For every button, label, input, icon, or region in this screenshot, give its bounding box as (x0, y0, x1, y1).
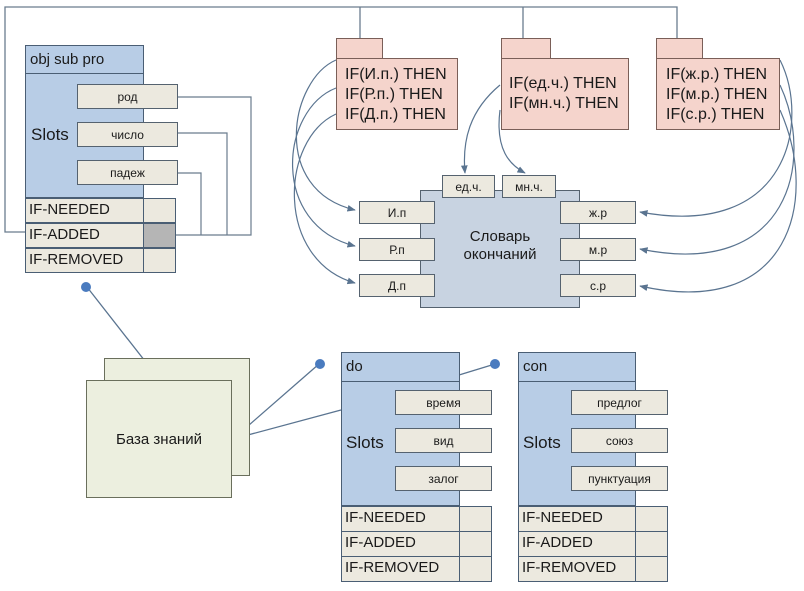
proc-if-removed-cell (459, 556, 492, 582)
port-ip[interactable]: И.п (359, 201, 435, 224)
slot-predlog[interactable]: предлог (571, 390, 668, 415)
package-tab (501, 38, 551, 59)
arc-m (639, 84, 795, 255)
slot-rod-line (176, 96, 252, 236)
package-tab (656, 38, 703, 59)
top-bus-line (4, 6, 678, 233)
proc-if-needed-cell (635, 506, 668, 532)
kb-front-sheet[interactable]: База знаний (86, 380, 232, 498)
obj-link-dot (81, 282, 91, 292)
slots-label: Slots (346, 433, 384, 452)
proc-if-added-cell (143, 223, 176, 248)
proc-if-added-cell (635, 531, 668, 557)
proc-if-needed-cell (459, 506, 492, 532)
rule-rp: IF(Р.п.) THEN (345, 86, 443, 103)
proc-if-removed-cell (143, 248, 176, 273)
port-mn-ch[interactable]: мн.ч. (502, 175, 556, 198)
proc-if-added[interactable]: IF-ADDED (518, 531, 636, 557)
slot-vremya[interactable]: время (395, 390, 492, 415)
con-link-dot (490, 359, 500, 369)
slot-soyuz[interactable]: союз (571, 428, 668, 453)
rule-ed: IF(ед.ч.) THEN (509, 75, 617, 92)
dictionary-title-line1: Словарь (469, 228, 531, 245)
port-m-r[interactable]: м.р (560, 238, 636, 261)
proc-if-removed[interactable]: IF-REMOVED (518, 556, 636, 582)
rule-m: IF(м.р.) THEN (666, 86, 768, 103)
frame-title: con (518, 352, 636, 382)
slots-label: Slots (523, 433, 561, 452)
proc-if-needed[interactable]: IF-NEEDED (518, 506, 636, 532)
slot-padezh-line (177, 172, 202, 235)
slot-punktuatsiya[interactable]: пунктуация (571, 466, 668, 491)
port-s-r[interactable]: с.р (560, 274, 636, 297)
slot-chislo[interactable]: число (77, 122, 178, 147)
arc-dp (293, 113, 356, 285)
rule-dp: IF(Д.п.) THEN (345, 106, 446, 123)
proc-if-needed[interactable]: IF-NEEDED (341, 506, 460, 532)
proc-if-added[interactable]: IF-ADDED (341, 531, 460, 557)
arc-ed (460, 84, 501, 174)
rule-s: IF(с.р.) THEN (666, 106, 765, 123)
port-dp[interactable]: Д.п (359, 274, 435, 297)
port-ed-ch[interactable]: ед.ч. (442, 175, 495, 198)
package-tab (336, 38, 383, 59)
arc-mn (498, 109, 526, 174)
dictionary-title-line2: окончаний (463, 246, 537, 263)
rule-zh: IF(ж.р.) THEN (666, 66, 768, 83)
slot-zalog[interactable]: залог (395, 466, 492, 491)
slot-chislo-line (177, 132, 228, 235)
proc-if-removed[interactable]: IF-REMOVED (25, 248, 144, 273)
do-to-con-line (458, 363, 496, 376)
slot-rod[interactable]: род (77, 84, 178, 109)
slots-label: Slots (31, 125, 69, 144)
slot-vid[interactable]: вид (395, 428, 492, 453)
rule-box[interactable]: IF(И.п.) THEN IF(Р.п.) THEN IF(Д.п.) THE… (336, 58, 458, 130)
frame-title: do (341, 352, 460, 382)
proc-if-added[interactable]: IF-ADDED (25, 223, 144, 248)
arc-s (639, 109, 797, 293)
do-link-dot (315, 359, 325, 369)
proc-if-added-cell (459, 531, 492, 557)
arc-rp (292, 87, 356, 248)
proc-if-removed-cell (635, 556, 668, 582)
kb-to-do-line-2 (232, 409, 342, 440)
rule-box[interactable]: IF(ж.р.) THEN IF(м.р.) THEN IF(с.р.) THE… (656, 58, 780, 130)
rule-box[interactable]: IF(ед.ч.) THEN IF(мн.ч.) THEN (501, 58, 629, 130)
frame-title: obj sub pro (25, 45, 144, 74)
port-rp[interactable]: Р.п (359, 238, 435, 261)
arc-zh (639, 59, 793, 217)
proc-if-needed-cell (143, 198, 176, 223)
rule-mn: IF(мн.ч.) THEN (509, 95, 619, 112)
port-zh-r[interactable]: ж.р (560, 201, 636, 224)
dictionary-title: Словарь окончаний (420, 228, 580, 264)
slot-padezh[interactable]: падеж (77, 160, 178, 185)
rule-ip: IF(И.п.) THEN (345, 66, 447, 83)
proc-if-removed[interactable]: IF-REMOVED (341, 556, 460, 582)
proc-if-needed[interactable]: IF-NEEDED (25, 198, 144, 223)
